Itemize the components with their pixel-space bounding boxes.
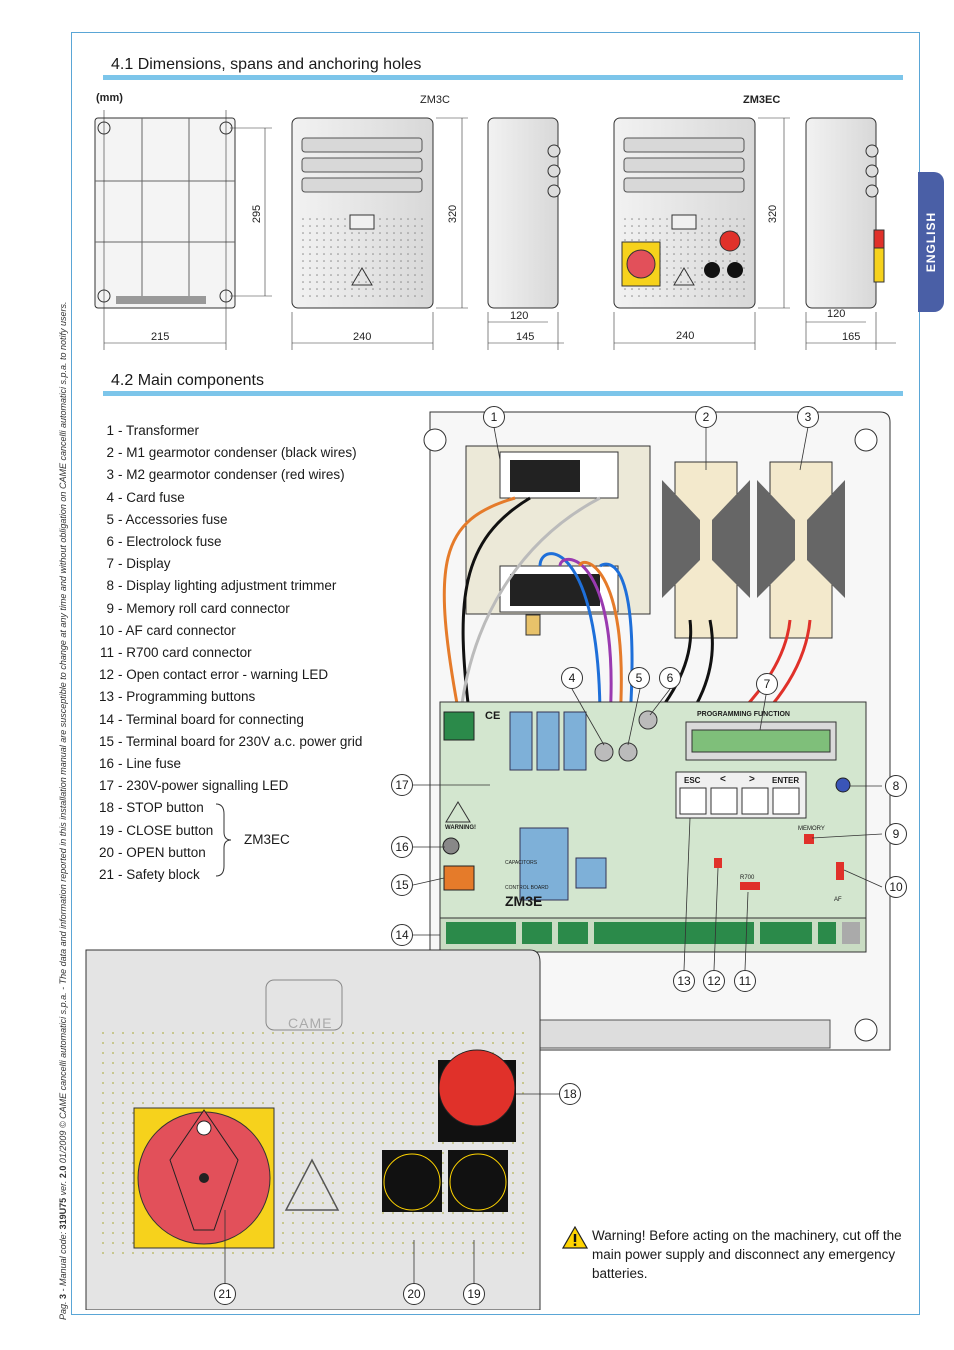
list-item: 17- 230V-power signalling LED [98,778,289,794]
callout-1: 1 [483,406,505,428]
list-item: 6- Electrolock fuse [106,534,222,550]
dim-back-height: 295 [251,204,264,224]
callout-14: 14 [391,924,413,946]
condenser-m1 [662,461,750,639]
board-r700-label: R700 [740,875,755,881]
callout-5: 5 [628,667,650,689]
dim-back-width: 215 [151,331,170,343]
callout-4: 4 [561,667,583,689]
callout-20: 20 [403,1283,425,1305]
callout-19: 19 [463,1283,485,1305]
list-item: 8- Display lighting adjustment trimmer [106,578,337,594]
back-view [94,110,272,350]
board-ce-mark: CE [485,710,501,722]
control-panel-diagram [85,411,891,1310]
front-cover [85,949,541,1310]
zm3ec-group-label: ZM3EC [244,832,290,847]
list-item: 11- R700 card connector [99,645,252,661]
list-item: 10- AF card connector [98,622,236,638]
board-af-label: AF [834,897,842,903]
section-rule [103,391,903,396]
board-brand: ZM3E [505,893,543,909]
dimension-drawings [94,110,896,350]
list-item: 20- OPEN button [98,844,206,860]
dim-ec-side-outer: 165 [842,331,861,343]
transformer [465,445,651,636]
esc-button[interactable]: ESC [684,776,701,785]
callout-21: 21 [214,1283,236,1305]
zm3c-front-view [291,117,468,350]
control-board [439,701,867,953]
list-item: 19- CLOSE button [98,822,214,838]
section-title-components: 4.2 Main components [111,372,264,389]
cover-logo: CAME [288,1015,333,1031]
board-prog-title: PROGRAMMING FUNCTION [697,711,790,718]
list-item: 15- Terminal board for 230V a.c. power g… [98,733,363,749]
dim-ec-height: 320 [767,204,780,224]
callout-7: 7 [756,673,778,695]
list-item: 1- Transformer [106,423,200,438]
callout-15: 15 [391,874,413,896]
zm3ec-side-view [805,117,896,350]
model-label-zm3c: ZM3C [420,94,450,106]
list-item: 14- Terminal board for connecting [98,711,304,727]
page-frame [71,32,920,1315]
callout-9: 9 [885,823,907,845]
board-capacitors: CAPACITORS [505,860,538,866]
unit-label: (mm) [96,92,123,104]
board-memory-label: MEMORY [798,826,825,832]
language-tab[interactable]: ENGLISH [918,172,944,312]
callout-12: 12 [703,970,725,992]
zm3c-side-view [487,117,564,350]
condenser-m2 [757,461,845,639]
list-item: 2- M1 gearmotor condenser (black wires) [106,445,357,461]
group-brace [215,803,232,877]
callout-18: 18 [559,1083,581,1105]
callout-2: 2 [695,406,717,428]
prev-button[interactable]: < [720,774,726,785]
warning-text: Warning! Before acting on the machinery,… [592,1228,902,1281]
warning-icon [562,1226,588,1249]
list-item: 3- M2 gearmotor condenser (red wires) [106,467,345,483]
callout-6: 6 [659,667,681,689]
list-item: 5- Accessories fuse [106,511,228,527]
list-item: 16- Line fuse [98,756,182,772]
enter-button[interactable]: ENTER [772,776,800,785]
warning-note: Warning! Before acting on the machinery,… [562,1226,912,1283]
board-warning: WARNING! [445,825,476,831]
board-control-label: CONTROL BOARD [505,885,549,891]
callout-8: 8 [885,775,907,797]
section-title-dimensions: 4.1 Dimensions, spans and anchoring hole… [111,56,422,73]
callout-10: 10 [885,876,907,898]
callout-17: 17 [391,774,413,796]
list-item: 12- Open contact error - warning LED [98,667,329,683]
dim-c-side-outer: 145 [516,331,535,343]
callout-11: 11 [734,970,756,992]
callout-13: 13 [673,970,695,992]
dim-c-height: 320 [447,204,460,224]
list-item: 21- Safety block [98,867,200,883]
list-item: 18- STOP button [98,800,204,816]
components-list: 1- Transformer 2- M1 gearmotor condenser… [94,420,362,886]
list-item: 7- Display [106,556,171,572]
dim-ec-side-inner: 120 [827,308,846,320]
dim-c-width: 240 [353,331,372,343]
section-rule [103,75,903,80]
next-button[interactable]: > [749,774,755,785]
model-label-zm3ec: ZM3EC [743,94,781,106]
list-item: 4- Card fuse [106,489,185,505]
zm3ec-front-view [613,117,790,350]
list-item: 9- Memory roll card connector [106,600,290,616]
list-item: 13- Programming buttons [98,689,256,705]
callout-16: 16 [391,836,413,858]
dim-ec-width: 240 [676,330,695,342]
callout-3: 3 [797,406,819,428]
leader-lines [224,426,883,1283]
dim-c-side-inner: 120 [510,310,529,322]
